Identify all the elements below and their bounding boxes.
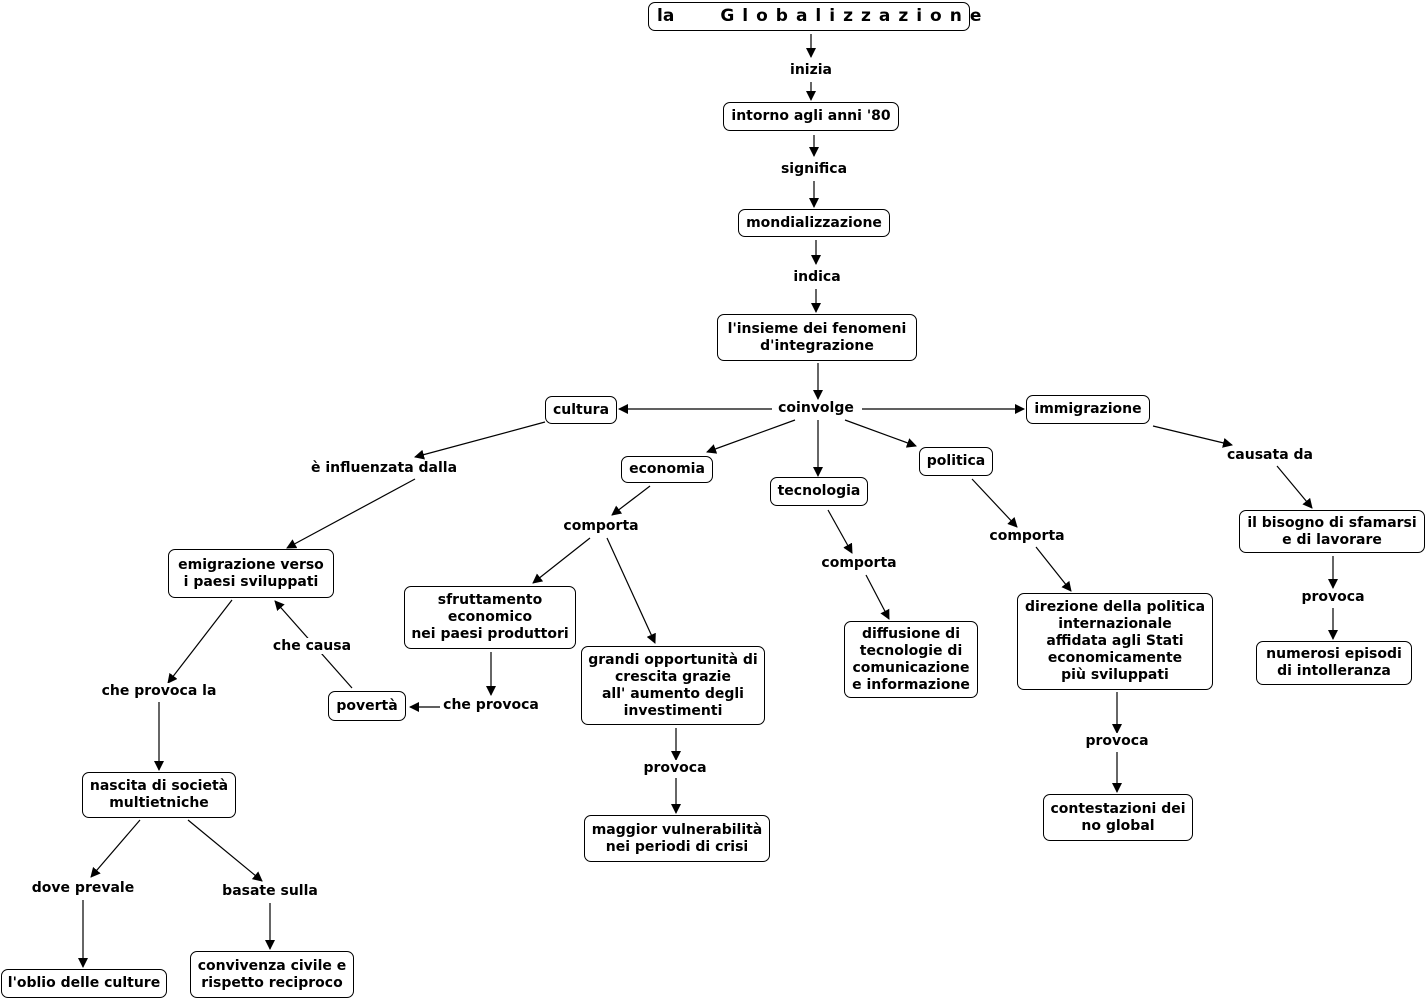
connector-arrow bbox=[706, 419, 796, 454]
title-word: Globalizzazione bbox=[720, 6, 990, 26]
node-immigrazione[interactable]: immigrazione bbox=[1026, 395, 1150, 424]
link-che-causa: che causa bbox=[270, 638, 354, 654]
connector-arrow bbox=[844, 419, 917, 448]
link-dove-prevale: dove prevale bbox=[29, 880, 137, 896]
node-intolleranza[interactable]: numerosi episodi di intolleranza bbox=[1256, 641, 1412, 685]
connector-arrow bbox=[90, 819, 141, 878]
node-poverta[interactable]: povertà bbox=[328, 691, 406, 721]
link-inizia: inizia bbox=[788, 62, 834, 78]
link-coinvolge: coinvolge bbox=[776, 400, 856, 416]
node-direzione-politica[interactable]: direzione della politica internazionale … bbox=[1017, 593, 1213, 690]
connector-arrow bbox=[827, 509, 853, 554]
link-provoca-economia: provoca bbox=[641, 760, 709, 776]
node-diffusione-tecnologie[interactable]: diffusione di tecnologie di comunicazion… bbox=[844, 621, 978, 698]
link-che-provoca-la: che provoca la bbox=[99, 683, 219, 699]
node-contestazioni[interactable]: contestazioni dei no global bbox=[1043, 794, 1193, 841]
connector-arrow bbox=[187, 819, 263, 882]
node-opportunita[interactable]: grandi opportunità di crescita grazie al… bbox=[581, 646, 765, 725]
node-vulnerabilita[interactable]: maggior vulnerabilità nei periodi di cri… bbox=[584, 815, 770, 862]
link-provoca-immigrazione: provoca bbox=[1299, 589, 1367, 605]
connector-arrow bbox=[167, 599, 233, 684]
node-insieme-fenomeni[interactable]: l'insieme dei fenomeni d'integrazione bbox=[717, 314, 917, 361]
title-article: la bbox=[657, 6, 675, 26]
connector-arrow bbox=[532, 537, 591, 584]
node-economia[interactable]: economia bbox=[621, 456, 713, 483]
link-causata-da: causata da bbox=[1225, 447, 1315, 463]
connector-arrow bbox=[1035, 546, 1072, 592]
link-che-provoca: che provoca bbox=[441, 697, 541, 713]
connector-arrow bbox=[1276, 465, 1313, 509]
title-node[interactable]: la Globalizzazione bbox=[648, 2, 981, 31]
link-influenzata-dalla: è influenzata dalla bbox=[308, 460, 460, 476]
connector-arrow bbox=[606, 537, 656, 644]
node-sfruttamento[interactable]: sfruttamento economico nei paesi produtt… bbox=[404, 586, 576, 649]
connector-arrow bbox=[865, 574, 890, 620]
link-significa: significa bbox=[778, 161, 850, 177]
node-emigrazione[interactable]: emigrazione verso i paesi sviluppati bbox=[168, 549, 334, 598]
node-bisogno-sfamarsi[interactable]: il bisogno di sfamarsi e di lavorare bbox=[1239, 510, 1425, 553]
connector-arrow bbox=[414, 421, 546, 460]
node-nascita-societa[interactable]: nascita di società multietniche bbox=[82, 772, 236, 818]
link-comporta-tecnologia: comporta bbox=[819, 555, 899, 571]
link-comporta-economia: comporta bbox=[561, 518, 641, 534]
connector-arrow bbox=[611, 485, 651, 516]
node-cultura[interactable]: cultura bbox=[545, 396, 617, 424]
connector-arrow bbox=[286, 478, 416, 549]
connector-arrow bbox=[971, 478, 1018, 528]
node-tecnologia[interactable]: tecnologia bbox=[770, 477, 868, 506]
node-intorno-anni-80[interactable]: intorno agli anni '80 bbox=[723, 102, 899, 131]
link-provoca-politica: provoca bbox=[1083, 733, 1151, 749]
link-comporta-politica: comporta bbox=[987, 528, 1067, 544]
link-basate-sulla: basate sulla bbox=[220, 883, 320, 899]
connector-arrow bbox=[1152, 425, 1233, 448]
node-convivenza-civile[interactable]: convivenza civile e rispetto reciproco bbox=[190, 951, 354, 998]
node-oblio-culture[interactable]: l'oblio delle culture bbox=[1, 969, 167, 998]
node-mondializzazione[interactable]: mondializzazione bbox=[738, 209, 890, 237]
node-politica[interactable]: politica bbox=[919, 447, 993, 476]
link-indica: indica bbox=[791, 269, 843, 285]
